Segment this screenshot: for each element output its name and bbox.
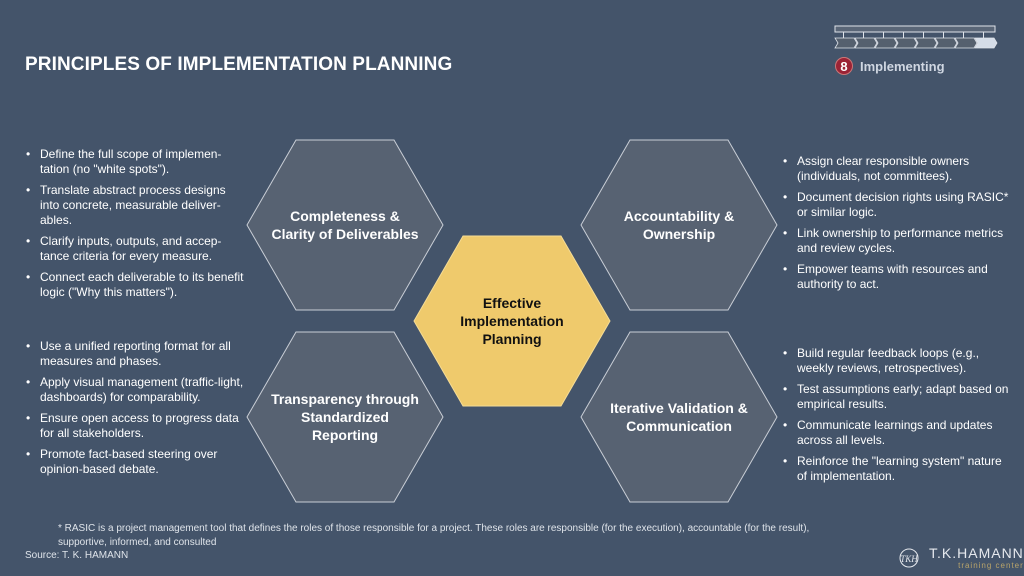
progress-step [874, 37, 898, 49]
bullet: Promote fact-based steering over opinion… [24, 447, 246, 477]
bullet: Communicate learnings and updates across… [781, 418, 1013, 448]
progress-connector [863, 32, 864, 38]
hex-label-center: Effective Implementation Planning [460, 295, 564, 347]
bullets-iterative: Build regular feedback loops (e.g., week… [781, 346, 1013, 490]
bullet: Link ownership to performance metrics an… [781, 226, 1013, 256]
hex-label-completeness: Completeness & Clarity of Deliverables [271, 208, 419, 242]
bullets-accountability: Assign clear responsible owners (individ… [781, 154, 1013, 298]
footnote: * RASIC is a project management tool tha… [58, 523, 810, 548]
bullet: Empower teams with resources and authori… [781, 262, 1013, 292]
hex-top-right [580, 139, 778, 311]
progress-step [834, 37, 858, 49]
hex-center [413, 235, 611, 407]
progress-connector [943, 32, 944, 38]
svg-text:TKH: TKH [900, 554, 918, 564]
bullet: Test assumptions early; adapt based on e… [781, 382, 1013, 412]
step-label: Implementing [860, 59, 945, 74]
progress-tracker [834, 25, 998, 49]
bullet: Translate abstract process designs into … [24, 183, 246, 228]
tkh-logo-icon: TKH [899, 548, 919, 567]
progress-connector [843, 32, 844, 38]
hex-label-transparency: Transparency through Standardized Report… [271, 391, 419, 443]
progress-connector [903, 32, 904, 38]
bullets-completeness: Define the full scope of implemen-tation… [24, 147, 246, 306]
bullets-transparency: Use a unified reporting format for all m… [24, 339, 246, 483]
progress-step [854, 37, 878, 49]
bullet: Assign clear responsible owners (individ… [781, 154, 1013, 184]
bullet: Reinforce the "learning system" nature o… [781, 454, 1013, 484]
progress-connector [883, 32, 884, 38]
hex-bottom-right [580, 331, 778, 503]
hex-bottom-left [246, 331, 444, 503]
hex-label-iterative: Iterative Validation & Communication [610, 400, 748, 434]
progress-connector [963, 32, 964, 38]
bullet: Build regular feedback loops (e.g., week… [781, 346, 1013, 376]
step-number-badge: 8 [835, 57, 853, 75]
progress-step [894, 37, 918, 49]
bullet: Document decision rights using RASIC* or… [781, 190, 1013, 220]
bullet: Apply visual management (traffic-light, … [24, 375, 246, 405]
progress-step [954, 37, 978, 49]
hex-label-accountability: Accountability & Ownership [623, 208, 735, 242]
logo-name: T.K.HAMANN [929, 545, 1024, 561]
progress-connector [923, 32, 924, 38]
company-logo: TKH T.K.HAMANN training center [897, 545, 1024, 570]
bullet: Ensure open access to progress data for … [24, 411, 246, 441]
page-title: PRINCIPLES OF IMPLEMENTATION PLANNING [25, 54, 453, 75]
progress-step [914, 37, 938, 49]
hex-top-left [246, 139, 444, 311]
bullet: Use a unified reporting format for all m… [24, 339, 246, 369]
source-note: Source: T. K. HAMANN [25, 550, 129, 561]
progress-step [934, 37, 958, 49]
bullet: Connect each deliverable to its benefit … [24, 270, 246, 300]
progress-step [974, 37, 998, 49]
progress-connector [983, 32, 984, 38]
bullet: Clarify inputs, outputs, and accep-tance… [24, 234, 246, 264]
bullet: Define the full scope of implemen-tation… [24, 147, 246, 177]
logo-subtitle: training center [958, 561, 1024, 570]
